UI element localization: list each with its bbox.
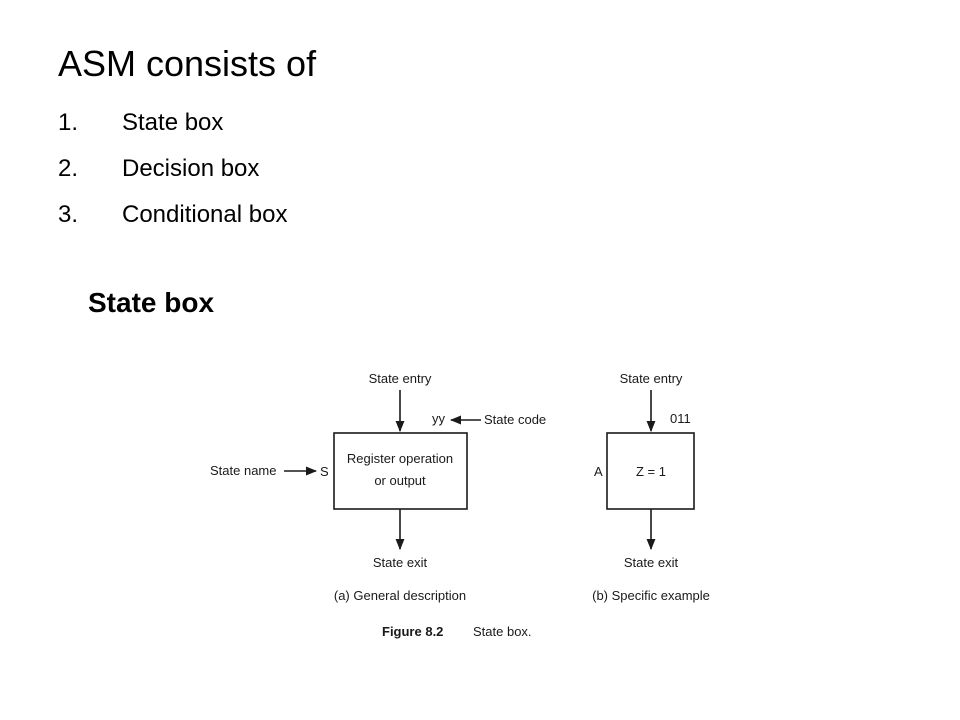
specific-code-value: 011 bbox=[670, 411, 691, 426]
list-number: 1. bbox=[58, 109, 79, 136]
specific-entry-label: State entry bbox=[620, 371, 683, 386]
section-heading: State box bbox=[88, 287, 215, 318]
list-item: 1. State box bbox=[58, 100, 287, 146]
general-state-box bbox=[333, 432, 468, 510]
list-number: 2. bbox=[58, 155, 79, 182]
list-label: Decision box bbox=[122, 155, 260, 182]
general-name-symbol: S bbox=[320, 464, 329, 479]
general-operation-line2: or output bbox=[374, 473, 426, 488]
specific-caption: (b) Specific example bbox=[592, 588, 710, 603]
list-item: 2. Decision box bbox=[58, 146, 287, 192]
specific-name-symbol: A bbox=[594, 464, 603, 479]
general-caption: (a) General description bbox=[334, 588, 466, 603]
component-list: 1. State box 2. Decision box 3. Conditio… bbox=[58, 100, 287, 238]
specific-operation: Z = 1 bbox=[636, 464, 666, 479]
list-item: 3. Conditional box bbox=[58, 192, 287, 238]
general-exit-label: State exit bbox=[373, 555, 428, 570]
list-label: State box bbox=[122, 109, 224, 136]
specific-exit-label: State exit bbox=[624, 555, 679, 570]
list-number: 3. bbox=[58, 201, 79, 228]
general-code-label: State code bbox=[484, 412, 546, 427]
slide-title: ASM consists of bbox=[58, 43, 317, 84]
general-entry-label: State entry bbox=[369, 371, 432, 386]
figure-number: Figure 8.2 bbox=[382, 624, 443, 639]
list-label: Conditional box bbox=[122, 201, 288, 228]
figure-title: State box. bbox=[473, 624, 532, 639]
general-name-label: State name bbox=[210, 463, 277, 478]
general-operation-line1: Register operation bbox=[347, 451, 453, 466]
general-code-symbol: yy bbox=[432, 411, 446, 426]
